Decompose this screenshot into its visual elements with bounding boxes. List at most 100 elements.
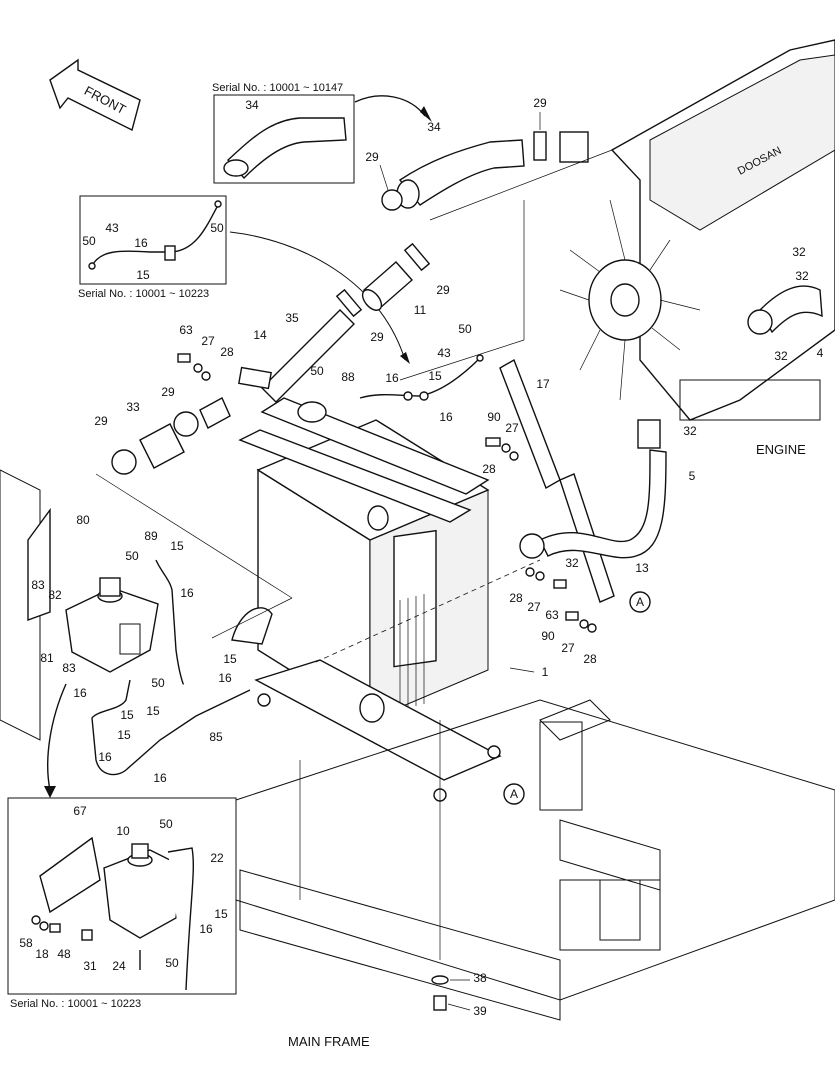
part-16-pipe: 16: [153, 771, 167, 785]
engine-label: ENGINE: [756, 442, 806, 457]
hose-34: 34: [396, 120, 525, 209]
part-18: 18: [35, 947, 49, 961]
radiator-assembly: [231, 397, 502, 802]
part-27-b: 27: [505, 421, 519, 435]
part-43-inset: 43: [105, 221, 119, 235]
part-29-e: 29: [94, 414, 108, 428]
front-arrow: FRONT: [49, 58, 141, 132]
part-63-a: 63: [179, 323, 193, 337]
part-31: 31: [83, 959, 97, 973]
main-frame-label: MAIN FRAME: [288, 1034, 370, 1049]
hose-5: 5: [539, 449, 696, 559]
part-16-a: 16: [385, 371, 399, 385]
part-80: 80: [76, 513, 90, 527]
part-13: 13: [635, 561, 649, 575]
part-90-b: 90: [541, 629, 555, 643]
part-1: 1: [542, 665, 549, 679]
part-27-c: 27: [527, 600, 541, 614]
part-16-g: 16: [199, 922, 213, 936]
inset-serial-10223-left: 43 50 16 15 Serial No. : 10001 ~ 10223: [78, 195, 227, 300]
part-28-a: 28: [220, 345, 234, 359]
part-28-b: 28: [482, 462, 496, 476]
part-16-f: 16: [218, 671, 232, 685]
inset-serial-10223-bottom: 67 10 50 22 15 16 58 18 48 31 24 50 Seri…: [7, 797, 237, 1010]
part-14: 14: [253, 328, 267, 342]
part-32-b: 32: [565, 556, 579, 570]
part-50-e: 50: [159, 817, 173, 831]
part-29-d: 29: [370, 330, 384, 344]
serial-left-label: Serial No. : 10001 ~ 10223: [78, 288, 209, 300]
part-15-g: 15: [214, 907, 228, 921]
part-22: 22: [210, 851, 224, 865]
part-15-b: 15: [170, 539, 184, 553]
part-50-f: 50: [165, 956, 179, 970]
part-15-d: 15: [117, 728, 131, 742]
part-32-a: 32: [683, 424, 697, 438]
part-50-c: 50: [125, 549, 139, 563]
part-16-c: 16: [180, 586, 194, 600]
callout-a-bottom: A: [510, 787, 518, 801]
main-frame: [235, 699, 835, 1021]
part-89: 89: [144, 529, 158, 543]
part-32-e: 32: [774, 349, 788, 363]
hose-11: 11: [361, 261, 427, 317]
part-81: 81: [40, 651, 54, 665]
part-85: 85: [209, 730, 223, 744]
part-29-a: 29: [533, 96, 547, 110]
part-27-d: 27: [561, 641, 575, 655]
part-58: 58: [19, 936, 33, 950]
part-63-b: 63: [545, 608, 559, 622]
part-33: 33: [126, 400, 140, 414]
part-5: 5: [689, 469, 696, 483]
part-38: 38: [473, 971, 487, 985]
serial-bottom-label: Serial No. : 10001 ~ 10223: [10, 998, 141, 1010]
part-16-b: 16: [439, 410, 453, 424]
part-39: 39: [473, 1004, 487, 1018]
part-83-a: 83: [31, 578, 45, 592]
part-15-f: 15: [223, 652, 237, 666]
part-83-b: 83: [62, 661, 76, 675]
part-50-b: 50: [458, 322, 472, 336]
part-29-b: 29: [365, 150, 379, 164]
pipe-35: 35: [261, 309, 355, 403]
part-10: 10: [116, 824, 130, 838]
part-15-c: 15: [120, 708, 134, 722]
part-32-c: 32: [792, 245, 806, 259]
reserve-tank: [65, 577, 159, 673]
inset-serial-10147: Serial No. : 10001 ~ 10147 34: [212, 82, 355, 184]
part-67: 67: [73, 804, 87, 818]
part-28-c: 28: [509, 591, 523, 605]
part-29-c: 29: [436, 283, 450, 297]
part-88: 88: [341, 370, 355, 384]
part-50-radiator: 50: [310, 364, 324, 378]
part-16-e: 16: [98, 750, 112, 764]
part-34-inset: 34: [245, 98, 259, 112]
part-16-inset: 16: [134, 236, 148, 250]
part-48: 48: [57, 947, 71, 961]
part-43: 43: [437, 346, 451, 360]
part-35: 35: [285, 311, 299, 325]
part-28-d: 28: [583, 652, 597, 666]
part-34: 34: [427, 120, 441, 134]
part-82-a: 82: [48, 588, 62, 602]
part-11: 11: [414, 303, 427, 317]
part-27-a: 27: [201, 334, 215, 348]
part-50-inset: 50: [82, 234, 96, 248]
part-15-e: 15: [146, 704, 160, 718]
clamp-29: [533, 131, 547, 161]
engine: DOOSAN: [559, 39, 835, 421]
part-50-d: 50: [151, 676, 165, 690]
part-15-a: 15: [428, 369, 442, 383]
part-50-a: 50: [210, 221, 224, 235]
part-90-a: 90: [487, 410, 501, 424]
part-15-inset: 15: [136, 268, 150, 282]
callout-a-top: A: [636, 595, 644, 609]
part-4: 4: [817, 346, 824, 360]
part-32-d: 32: [795, 269, 809, 283]
part-16-d: 16: [73, 686, 87, 700]
part-24: 24: [112, 959, 126, 973]
part-29-f: 29: [161, 385, 175, 399]
serial-top-label: Serial No. : 10001 ~ 10147: [212, 82, 343, 94]
left-frame: 80: [0, 469, 90, 741]
